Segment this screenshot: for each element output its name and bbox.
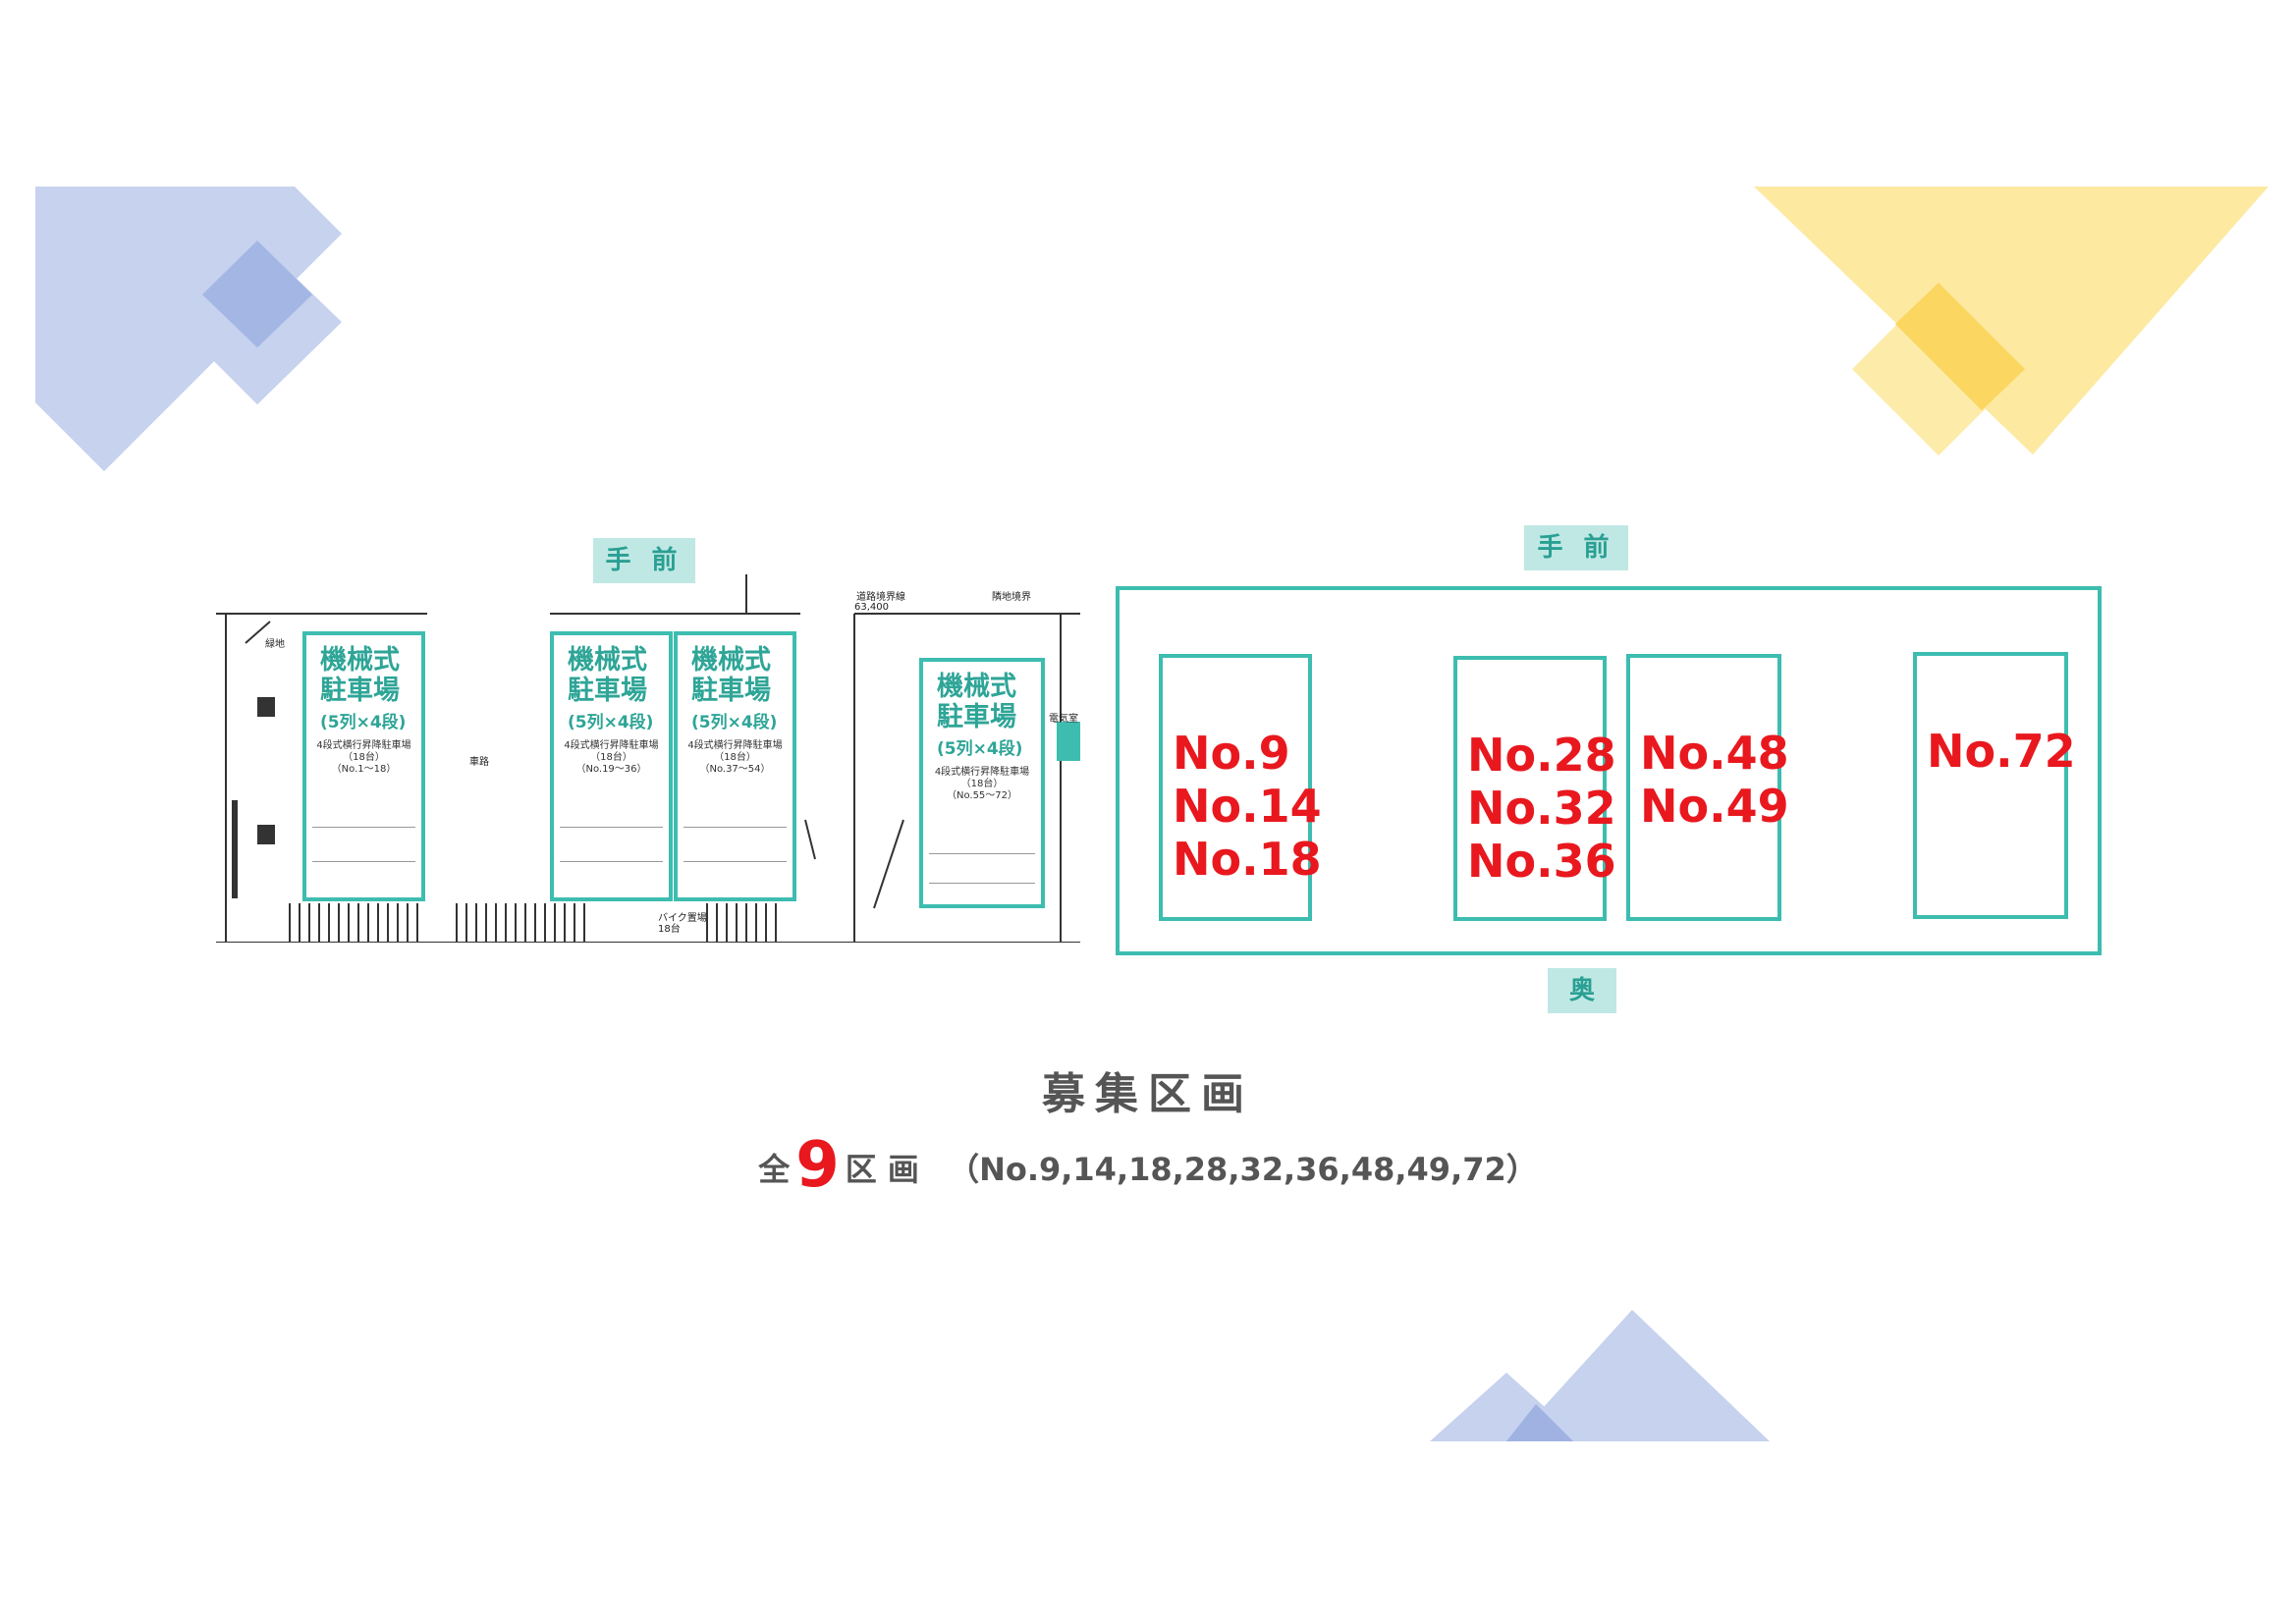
divider: [560, 861, 663, 862]
front-label-left: 手 前: [593, 538, 695, 583]
slot-label: No.48: [1640, 727, 1789, 780]
summary-list: （No.9,14,18,28,32,36,48,49,72）: [948, 1151, 1538, 1188]
slot-box-2: No.28 No.32 No.36: [1453, 656, 1616, 921]
lot-detail: 4段式横行昇降駐車場 （18台） （No.37～54）: [687, 740, 783, 775]
summary-prefix: 全: [758, 1151, 791, 1188]
parking-lot-1: 機械式 駐車場 (5列×4段) 4段式横行昇降駐車場 （18台） （No.1～1…: [302, 631, 425, 901]
bottom-shapes: [1430, 1310, 1770, 1441]
front-label-right: 手 前: [1524, 525, 1628, 570]
slot-label: No.28: [1467, 729, 1616, 782]
lot-title: 機械式 駐車場: [568, 645, 647, 706]
parking-floor-plan: 機械式 駐車場 (5列×4段) 4段式横行昇降駐車場 （18台） （No.1～1…: [216, 574, 1080, 943]
green-note: 緑地: [265, 639, 285, 650]
slot-box-4: No.72: [1913, 652, 2076, 919]
available-slots-diagram: [1116, 586, 2102, 955]
divider: [683, 827, 787, 828]
lot-detail: 4段式横行昇降駐車場 （18台） （No.19～36）: [564, 740, 659, 775]
bike-parking-note: バイク置場 18台: [658, 913, 707, 935]
lot-detail: 4段式横行昇降駐車場 （18台） （No.1～18）: [316, 740, 411, 775]
road-boundary-note: 道路境界線: [856, 592, 905, 603]
arrow-right-icon: [1057, 722, 1080, 761]
neighbor-boundary-note: 隣地境界: [992, 592, 1031, 603]
divider: [312, 827, 415, 828]
slot-label: No.36: [1467, 835, 1616, 888]
lot-sub: (5列×4段): [320, 713, 407, 732]
lot-sub: (5列×4段): [691, 713, 778, 732]
lot-sub: (5列×4段): [568, 713, 654, 732]
recruitment-heading: 募集区画: [1042, 1069, 1254, 1119]
summary-count: 9: [795, 1129, 840, 1202]
top-right-shapes: [1754, 187, 2269, 456]
slot-label: No.49: [1640, 780, 1789, 833]
lot-detail: 4段式横行昇降駐車場 （18台） （No.55～72）: [934, 767, 1030, 801]
back-label: 奥: [1548, 968, 1616, 1013]
plan-lines: [216, 574, 1080, 943]
parking-lot-4: 機械式 駐車場 (5列×4段) 4段式横行昇降駐車場 （18台） （No.55～…: [919, 658, 1045, 908]
slot-label: No.32: [1467, 782, 1616, 835]
divider: [929, 883, 1035, 884]
divider: [683, 861, 787, 862]
lot-title: 機械式 駐車場: [320, 645, 400, 706]
lot-title: 機械式 駐車場: [691, 645, 771, 706]
lot-title: 機械式 駐車場: [937, 672, 1016, 732]
slot-box-1: No.9 No.14 No.18: [1159, 654, 1322, 921]
slot-label: No.14: [1173, 780, 1322, 833]
divider: [560, 827, 663, 828]
summary-unit: 区 画: [845, 1151, 919, 1188]
road-note: 車路: [469, 757, 489, 768]
slot-label: No.9: [1173, 727, 1290, 780]
slot-box-3: No.48 No.49: [1626, 654, 1789, 921]
dimension-note: 63,400: [854, 602, 889, 613]
parking-lot-2: 機械式 駐車場 (5列×4段) 4段式横行昇降駐車場 （18台） （No.19～…: [550, 631, 673, 901]
slot-label: No.18: [1173, 833, 1322, 886]
slot-label: No.72: [1927, 725, 2076, 778]
lot-sub: (5列×4段): [937, 739, 1023, 759]
divider: [929, 853, 1035, 854]
top-left-shapes: [35, 187, 342, 471]
divider: [312, 861, 415, 862]
electric-room-note: 電気室: [1049, 714, 1078, 725]
parking-lot-3: 機械式 駐車場 (5列×4段) 4段式横行昇降駐車場 （18台） （No.37～…: [674, 631, 796, 901]
